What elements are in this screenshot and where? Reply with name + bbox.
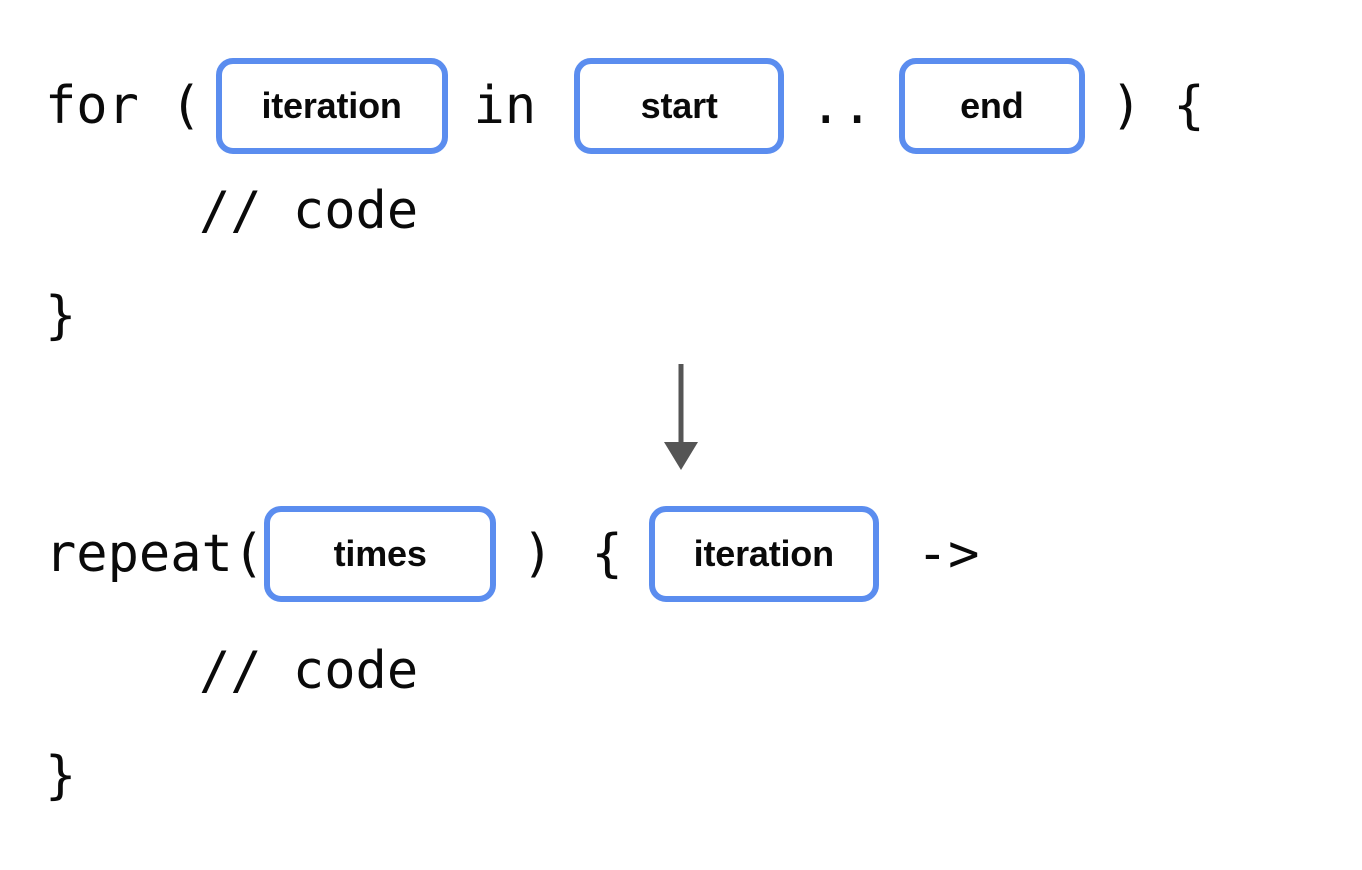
repeat-body-comment: // code (199, 641, 419, 701)
slot-range-end[interactable]: end (898, 58, 1085, 154)
in-keyword: in (473, 76, 537, 136)
range-operator: .. (810, 76, 873, 136)
for-keyword: for (45, 76, 139, 136)
for-loop-signature-line: for ( iteration in start .. end ) { (45, 58, 1205, 154)
slot-lambda-parameter[interactable]: iteration (648, 506, 879, 602)
open-brace: { (591, 524, 623, 584)
repeat-closing-brace: } (45, 746, 77, 806)
for-loop-body-comment: // code (199, 181, 419, 241)
for-loop-closing-brace: } (45, 286, 77, 346)
close-paren: ) (522, 524, 554, 584)
open-paren: ( (138, 76, 202, 136)
close-paren-open-brace: ) { (1110, 76, 1205, 136)
slot-times-count[interactable]: times (264, 506, 497, 602)
downward-arrow-icon (648, 358, 714, 474)
repeat-function-call: repeat( (45, 524, 265, 584)
slot-range-start[interactable]: start (574, 58, 785, 154)
repeat-signature-line: repeat( times ) { iteration -> (45, 506, 979, 602)
lambda-arrow: -> (916, 524, 980, 584)
slot-iteration-variable[interactable]: iteration (215, 58, 448, 154)
